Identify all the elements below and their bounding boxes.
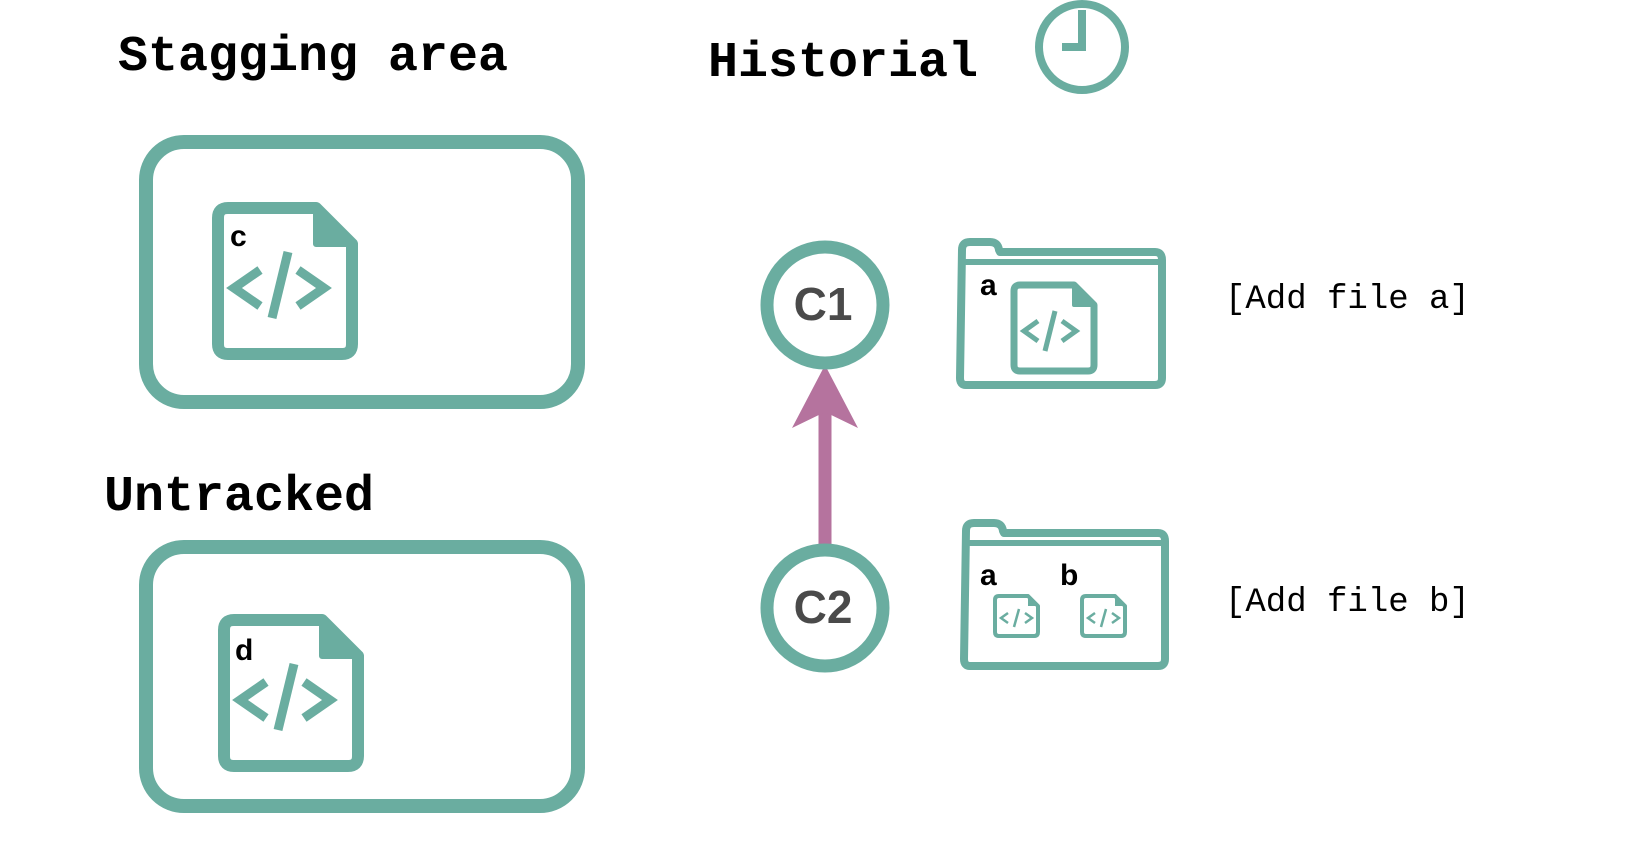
commit-c2: C2 — [760, 543, 890, 673]
code-file-icon — [993, 594, 1040, 638]
commit-message: [Add file a] — [1225, 281, 1470, 319]
snapshot-file-label: b — [1060, 559, 1078, 592]
snapshot-file-label: a — [980, 269, 997, 302]
commit-c2-snapshot: a b — [960, 519, 1169, 670]
staging-file-label: c — [230, 220, 247, 253]
staging-box — [139, 135, 585, 409]
commit-node — [760, 240, 890, 370]
untracked-file-label: d — [235, 634, 253, 667]
snapshot-file-label: a — [980, 559, 997, 592]
code-file-icon — [1014, 285, 1094, 371]
commit-id: C1 — [794, 278, 853, 330]
untracked-title: Untracked — [104, 469, 374, 526]
staging-title: Stagging area — [118, 29, 508, 86]
commit-node — [760, 543, 890, 673]
commit-c1: C1 — [760, 240, 890, 370]
history-title: Historial — [708, 35, 978, 92]
clock-icon — [1035, 0, 1129, 94]
commit-id: C2 — [794, 581, 853, 633]
arrow-up-icon — [792, 365, 858, 545]
commit-c1-snapshot: a — [956, 238, 1166, 389]
code-file-icon — [1080, 594, 1127, 638]
folder-icon — [960, 519, 1169, 670]
commit-message: [Add file b] — [1225, 584, 1470, 622]
untracked-box — [139, 540, 585, 813]
